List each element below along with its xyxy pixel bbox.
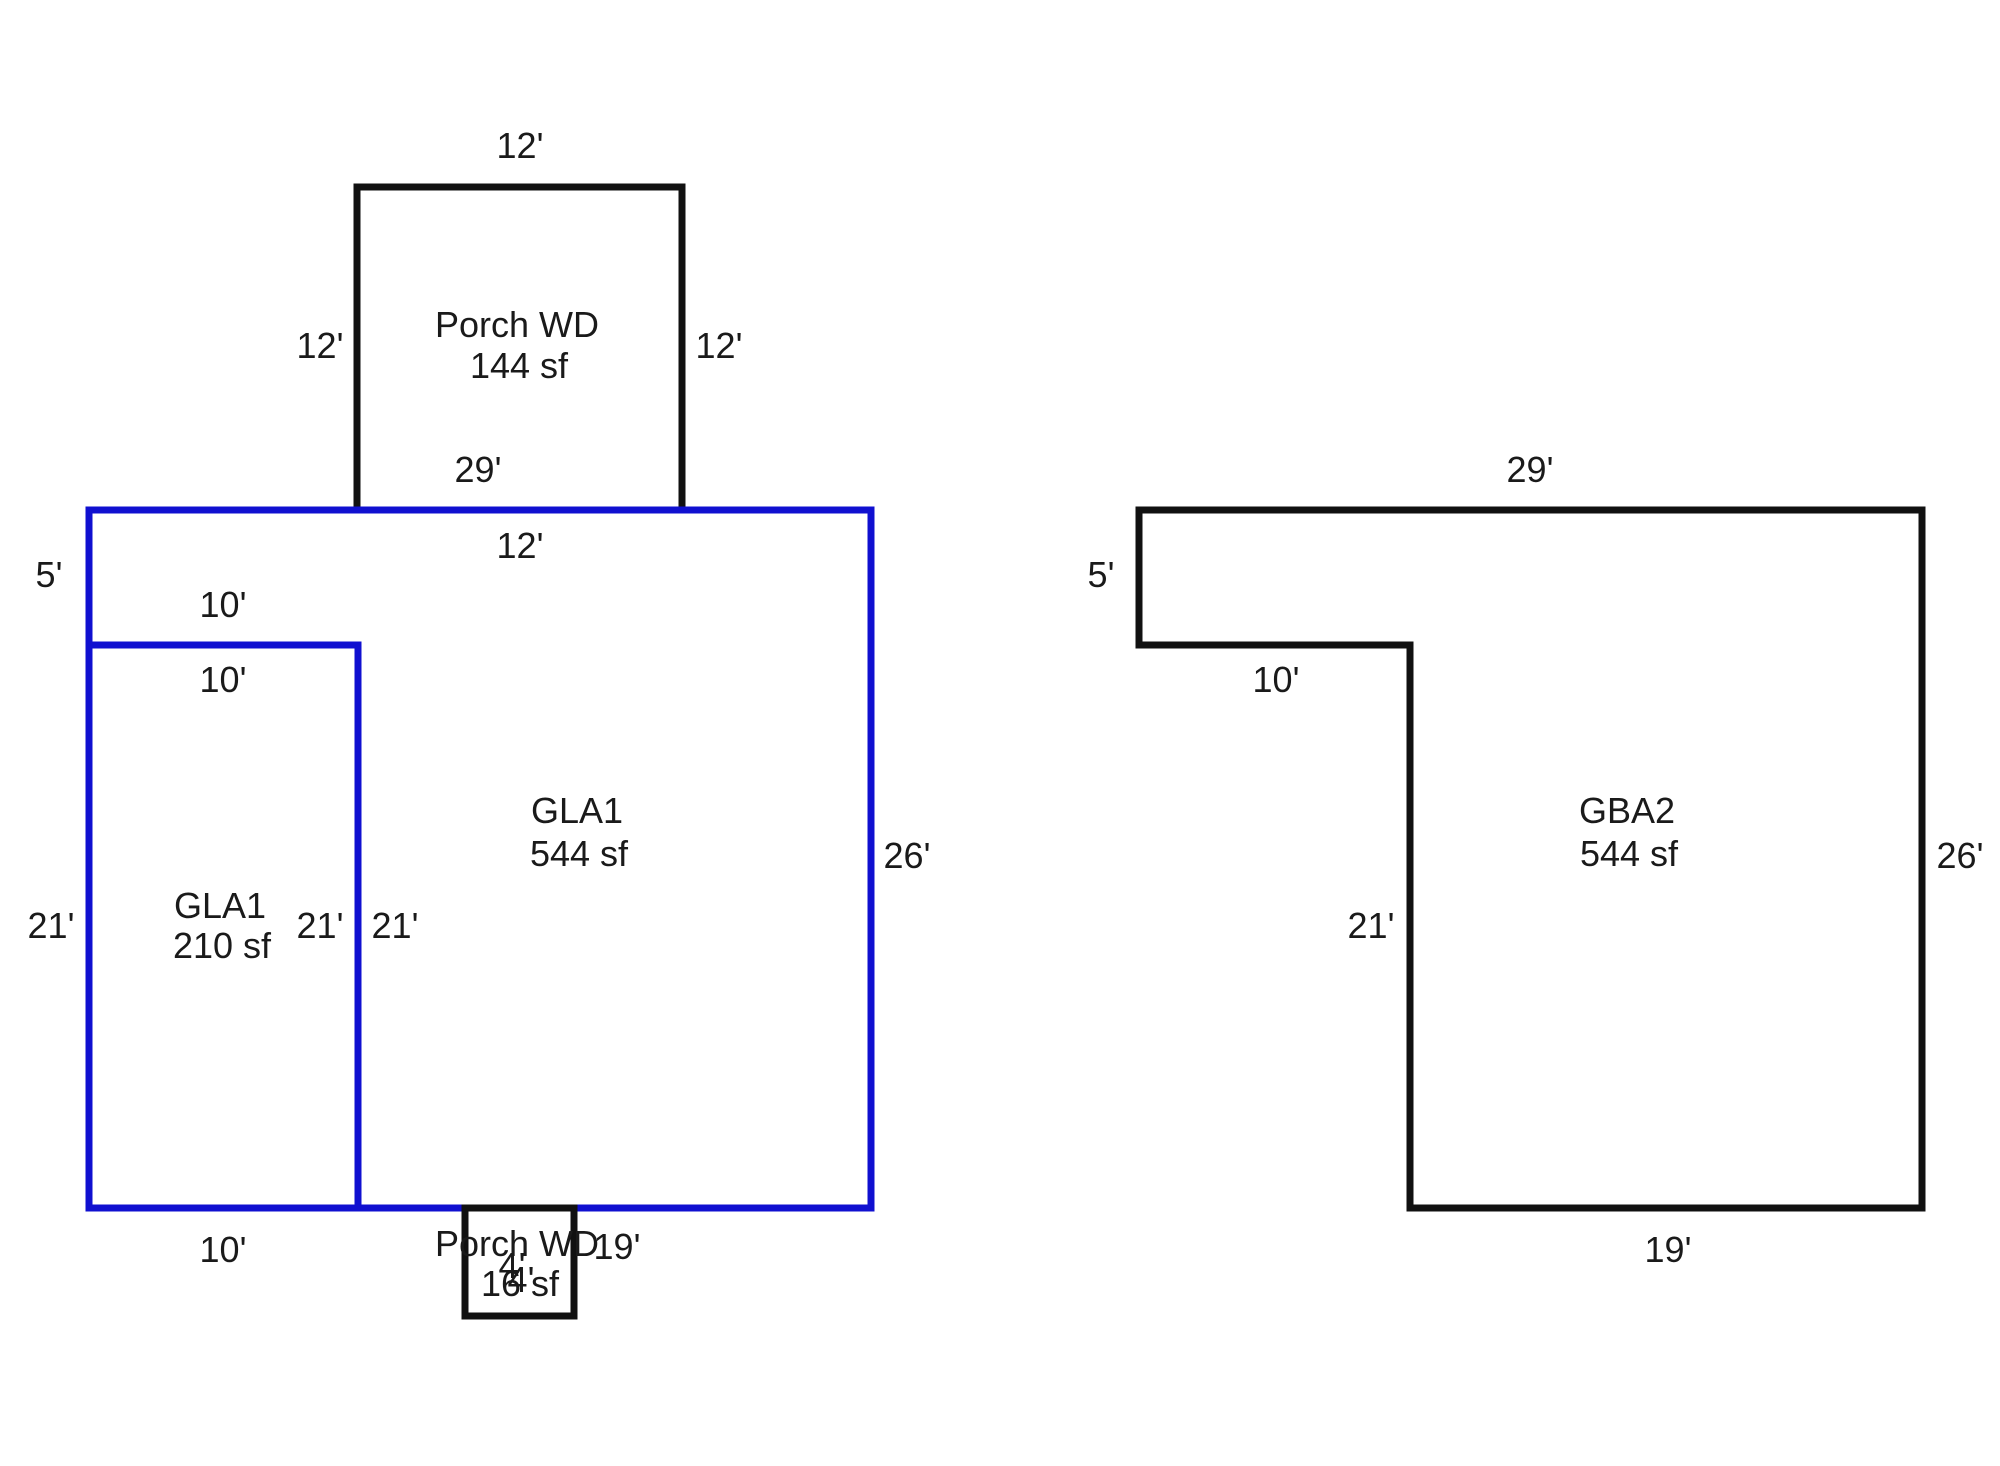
- dim-gla-top-overall: 29': [455, 449, 502, 490]
- gla1-left-area: 210 sf: [173, 925, 272, 966]
- dim-gla-bottom-right: 19': [594, 1226, 641, 1267]
- dim-gba-inner: 21': [1348, 905, 1395, 946]
- dim-porch-top-width: 12': [497, 125, 544, 166]
- gla1-left-outline: [85, 641, 362, 1212]
- dim-gba-step: 10': [1253, 659, 1300, 700]
- dim-gla-bottom-left: 10': [200, 1229, 247, 1270]
- porch-bottom-name: Porch WD: [435, 1223, 599, 1264]
- dim-small-porch-side: 4': [499, 1245, 526, 1286]
- dim-gba-right: 26': [1937, 835, 1984, 876]
- dim-gla-left-inner: 21': [297, 905, 344, 946]
- dim-porch-right: 12': [696, 325, 743, 366]
- porch-bottom-area: 16 sf: [481, 1263, 560, 1304]
- dim-gla-left-outer: 21': [28, 905, 75, 946]
- dim-gla-main-inner: 21': [372, 905, 419, 946]
- gla1-main-name: GLA1: [531, 790, 623, 831]
- porch-top-name: Porch WD: [435, 304, 599, 345]
- dim-porch-left: 12': [297, 325, 344, 366]
- dim-gla-step-top: 10': [200, 584, 247, 625]
- gla1-left-name: GLA1: [174, 885, 266, 926]
- gba2-name: GBA2: [1579, 790, 1675, 831]
- gla1-main-area: 544 sf: [530, 833, 629, 874]
- dim-gba-bottom: 19': [1645, 1229, 1692, 1270]
- gba2-area: 544 sf: [1580, 833, 1679, 874]
- porch-top-area: 144 sf: [470, 345, 569, 386]
- dim-gla-step-inner: 10': [200, 659, 247, 700]
- porch-bottom-outline: [461, 1204, 578, 1320]
- dim-small-porch-top: 4': [508, 1259, 535, 1300]
- gba2-outline: [1135, 506, 1926, 1212]
- dim-gba-top: 29': [1507, 449, 1554, 490]
- dim-gla-left-step: 5': [36, 554, 63, 595]
- dim-gba-left-step: 5': [1088, 554, 1115, 595]
- dim-gla-top-inner: 12': [497, 525, 544, 566]
- dim-gla-right: 26': [884, 835, 931, 876]
